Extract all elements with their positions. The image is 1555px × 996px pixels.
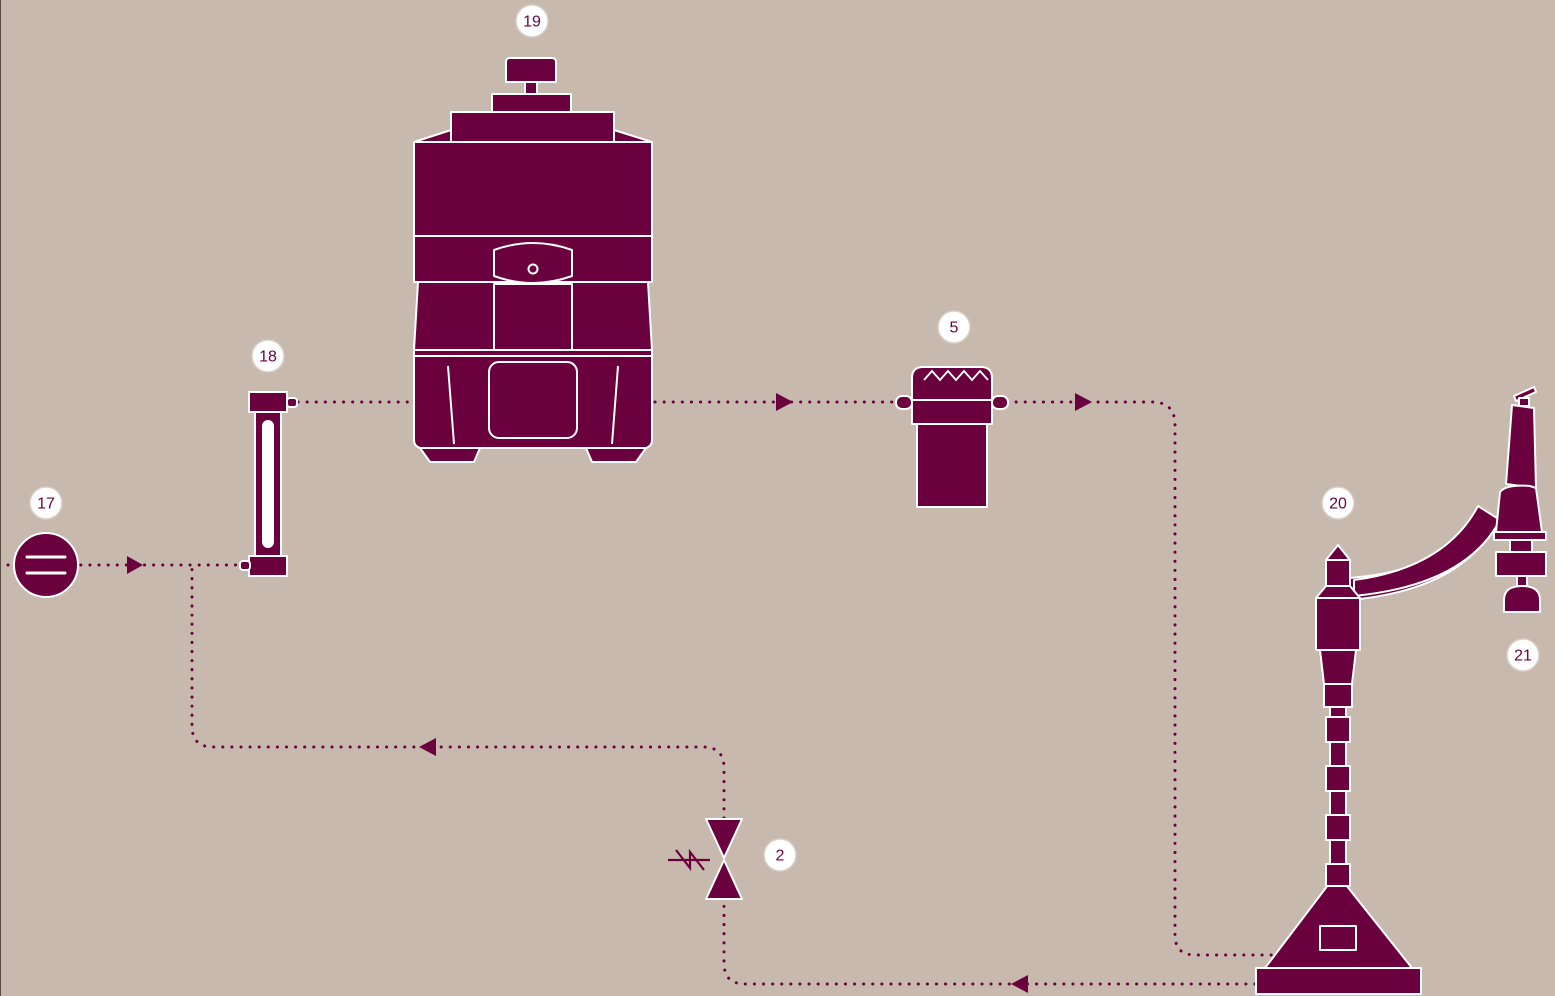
flow-lines	[6, 400, 1277, 986]
badge-label: 5	[950, 320, 959, 337]
badge-5: 5	[937, 310, 971, 344]
flow-arrows	[127, 393, 1092, 993]
stand-column-icon	[1255, 505, 1501, 995]
arrow-right-icon	[776, 393, 793, 411]
arrow-right-icon	[127, 556, 143, 574]
badge-label: 2	[776, 848, 785, 865]
flow-line-return-bottom	[722, 898, 1257, 986]
filter-housing-icon	[413, 57, 653, 463]
left-border	[0, 0, 1, 996]
badge-label: 18	[259, 349, 277, 366]
badge-label: 19	[523, 14, 541, 31]
badge-19: 19	[515, 4, 549, 38]
check-valve-icon	[668, 818, 743, 900]
flow-line-5-to-20	[1005, 400, 1277, 957]
badge-2: 2	[763, 838, 797, 872]
badge-label: 20	[1329, 496, 1347, 513]
badge-17: 17	[29, 486, 63, 520]
flow-line-return-top	[190, 566, 726, 820]
arrow-left-icon	[1011, 975, 1028, 993]
dispensing-tap-icon	[1493, 386, 1547, 613]
badge-label: 21	[1514, 648, 1532, 665]
badge-21: 21	[1506, 638, 1540, 672]
cartridge-filter-icon	[895, 366, 1009, 508]
badge-label: 17	[37, 496, 55, 513]
arrow-left-icon	[419, 738, 436, 756]
badge-18: 18	[251, 339, 285, 373]
badge-20: 20	[1321, 486, 1355, 520]
flow-indicator-icon	[13, 532, 79, 598]
arrow-right-icon	[1075, 393, 1092, 411]
flowmeter-icon	[239, 391, 298, 577]
